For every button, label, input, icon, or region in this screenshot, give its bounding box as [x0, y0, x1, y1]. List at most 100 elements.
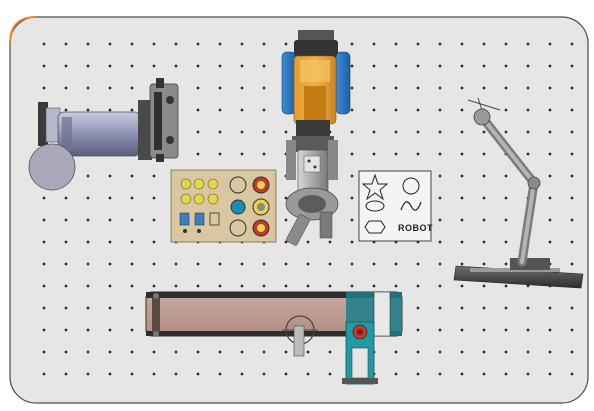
board-hole — [240, 284, 244, 288]
board-hole — [196, 42, 200, 46]
board-hole — [548, 86, 552, 90]
board-hole — [482, 284, 486, 288]
board-hole — [482, 152, 486, 156]
board-hole — [130, 196, 134, 200]
board-hole — [174, 284, 178, 288]
board-hole — [416, 108, 420, 112]
board-hole — [130, 174, 134, 178]
board-hole — [526, 350, 530, 354]
board-hole — [196, 372, 200, 376]
board-hole — [482, 64, 486, 68]
board-hole — [86, 64, 90, 68]
board-hole — [372, 284, 376, 288]
board-hole — [416, 42, 420, 46]
board-hole — [504, 42, 508, 46]
board-hole — [130, 262, 134, 266]
board-hole — [284, 372, 288, 376]
board-hole — [394, 64, 398, 68]
board-hole — [196, 86, 200, 90]
board-hole — [394, 108, 398, 112]
board-hole — [460, 218, 464, 222]
board-hole — [394, 152, 398, 156]
board-hole — [372, 86, 376, 90]
board-hole — [218, 262, 222, 266]
board-hole — [548, 108, 552, 112]
board-hole — [64, 196, 68, 200]
board-hole — [130, 306, 134, 310]
board-hole — [152, 350, 156, 354]
board-hole — [86, 262, 90, 266]
board-hole — [350, 42, 354, 46]
board-hole — [284, 350, 288, 354]
board-hole — [460, 64, 464, 68]
board-hole — [174, 262, 178, 266]
board-hole — [152, 64, 156, 68]
linkage-arm[interactable] — [453, 97, 584, 289]
board-hole — [416, 372, 420, 376]
board-hole — [570, 240, 574, 244]
board-hole — [460, 372, 464, 376]
board-hole — [130, 328, 134, 332]
board-hole — [548, 196, 552, 200]
board-hole — [86, 372, 90, 376]
board-hole — [548, 174, 552, 178]
button-panel[interactable] — [170, 169, 277, 243]
board-hole — [438, 196, 442, 200]
board-hole — [438, 42, 442, 46]
board-hole — [438, 174, 442, 178]
board-hole — [504, 306, 508, 310]
board-hole — [64, 328, 68, 332]
board-hole — [482, 350, 486, 354]
board-hole — [460, 196, 464, 200]
board-hole — [526, 306, 530, 310]
star-icon — [361, 173, 389, 201]
board-hole — [284, 196, 288, 200]
board-hole — [438, 372, 442, 376]
board-hole — [570, 196, 574, 200]
board-hole — [394, 262, 398, 266]
board-hole — [306, 372, 310, 376]
robot-arm[interactable] — [281, 30, 351, 246]
board-hole — [526, 64, 530, 68]
board-hole — [108, 328, 112, 332]
board-hole — [438, 306, 442, 310]
board-hole — [42, 372, 46, 376]
board-hole — [196, 152, 200, 156]
board-hole — [482, 240, 486, 244]
board-hole — [350, 196, 354, 200]
motor-assembly[interactable] — [28, 78, 179, 191]
board-hole — [482, 262, 486, 266]
board-hole — [262, 372, 266, 376]
board-hole — [504, 350, 508, 354]
board-hole — [64, 372, 68, 376]
board-hole — [416, 262, 420, 266]
board-hole — [482, 218, 486, 222]
board-hole — [108, 372, 112, 376]
board-hole — [350, 218, 354, 222]
board-hole — [130, 108, 134, 112]
board-hole — [152, 240, 156, 244]
board-hole — [240, 372, 244, 376]
board-hole — [504, 240, 508, 244]
conveyor[interactable] — [145, 291, 403, 385]
board-hole — [284, 284, 288, 288]
board-hole — [460, 306, 464, 310]
board-hole — [218, 372, 222, 376]
board-hole — [460, 130, 464, 134]
board-hole — [526, 86, 530, 90]
board-hole — [284, 130, 288, 134]
board-hole — [570, 262, 574, 266]
board-hole — [504, 108, 508, 112]
board-hole — [460, 86, 464, 90]
board-hole — [438, 284, 442, 288]
board-hole — [42, 64, 46, 68]
board-hole — [548, 240, 552, 244]
board-hole — [64, 42, 68, 46]
board-hole — [416, 306, 420, 310]
board-hole — [174, 350, 178, 354]
shape-panel[interactable]: ROBOT — [358, 170, 433, 242]
board-hole — [526, 42, 530, 46]
board-hole — [42, 218, 46, 222]
board-hole — [174, 42, 178, 46]
board-hole — [152, 262, 156, 266]
